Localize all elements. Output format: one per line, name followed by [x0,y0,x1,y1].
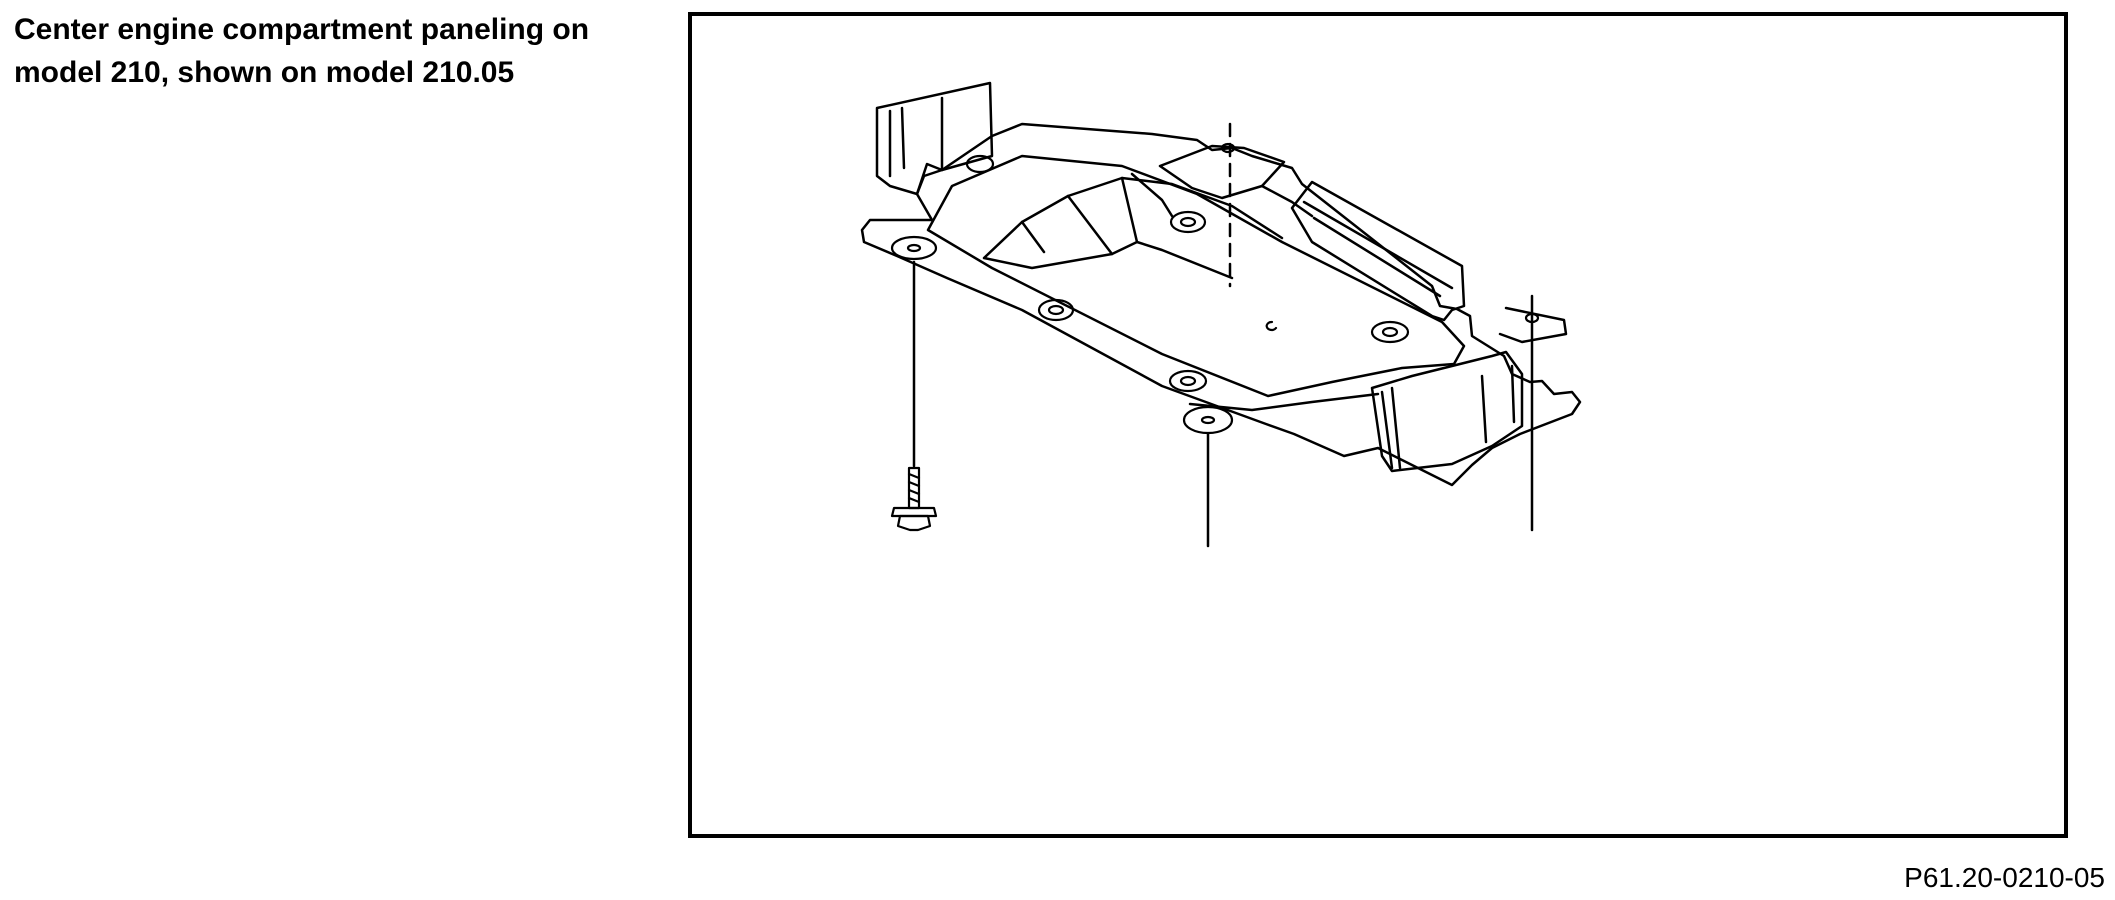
screw [890,466,938,532]
figure-frame [688,12,2068,838]
boss-rear-left [965,154,995,174]
boss-front-right-inner [1381,326,1399,338]
front-housing-lines [1380,364,1516,470]
boss-middle-left-inner [1047,304,1065,316]
boss-left-tab-inner [906,243,922,253]
boss-upper-step [1220,142,1236,154]
left-wall-fold [888,96,944,178]
right-side-wall [1290,180,1466,322]
right-front-tab [1498,306,1568,344]
channel-rib [1020,176,1139,256]
upper-step-edge [1130,172,1314,218]
screw-flange [890,506,938,518]
leader-lines [912,122,1534,548]
fastening-points [890,142,1540,435]
boss-front-tab [1182,405,1234,435]
figure-code: P61.20-0210-05 [1904,862,2105,893]
upper-step [1158,144,1286,200]
caption-line-2: model 210, shown on model 210.05 [14,56,515,89]
boss-front-left-inner [1179,375,1197,387]
boss-left-tab [890,235,938,261]
front-housing [1370,350,1524,473]
inner-floor [926,154,1466,398]
boss-front-left [1168,369,1208,393]
paneling-outline [860,122,1582,487]
screw-thread [907,472,921,504]
boss-front-tab-inner [1200,415,1216,425]
center-mark [1265,320,1278,332]
left-side-wall [875,81,994,196]
caption-line-1: Center engine compartment paneling on [14,13,590,46]
screw-head [896,514,932,532]
boss-front-right [1370,320,1410,344]
paneling-diagram [860,81,1582,548]
front-fold [1188,392,1380,412]
boss-rear-right-inner [1179,216,1197,228]
figure-caption: Center engine compartment paneling on mo… [14,8,674,94]
boss-rear-right [1169,210,1207,234]
boss-middle-left [1037,298,1075,322]
right-wall-line [1302,200,1454,298]
